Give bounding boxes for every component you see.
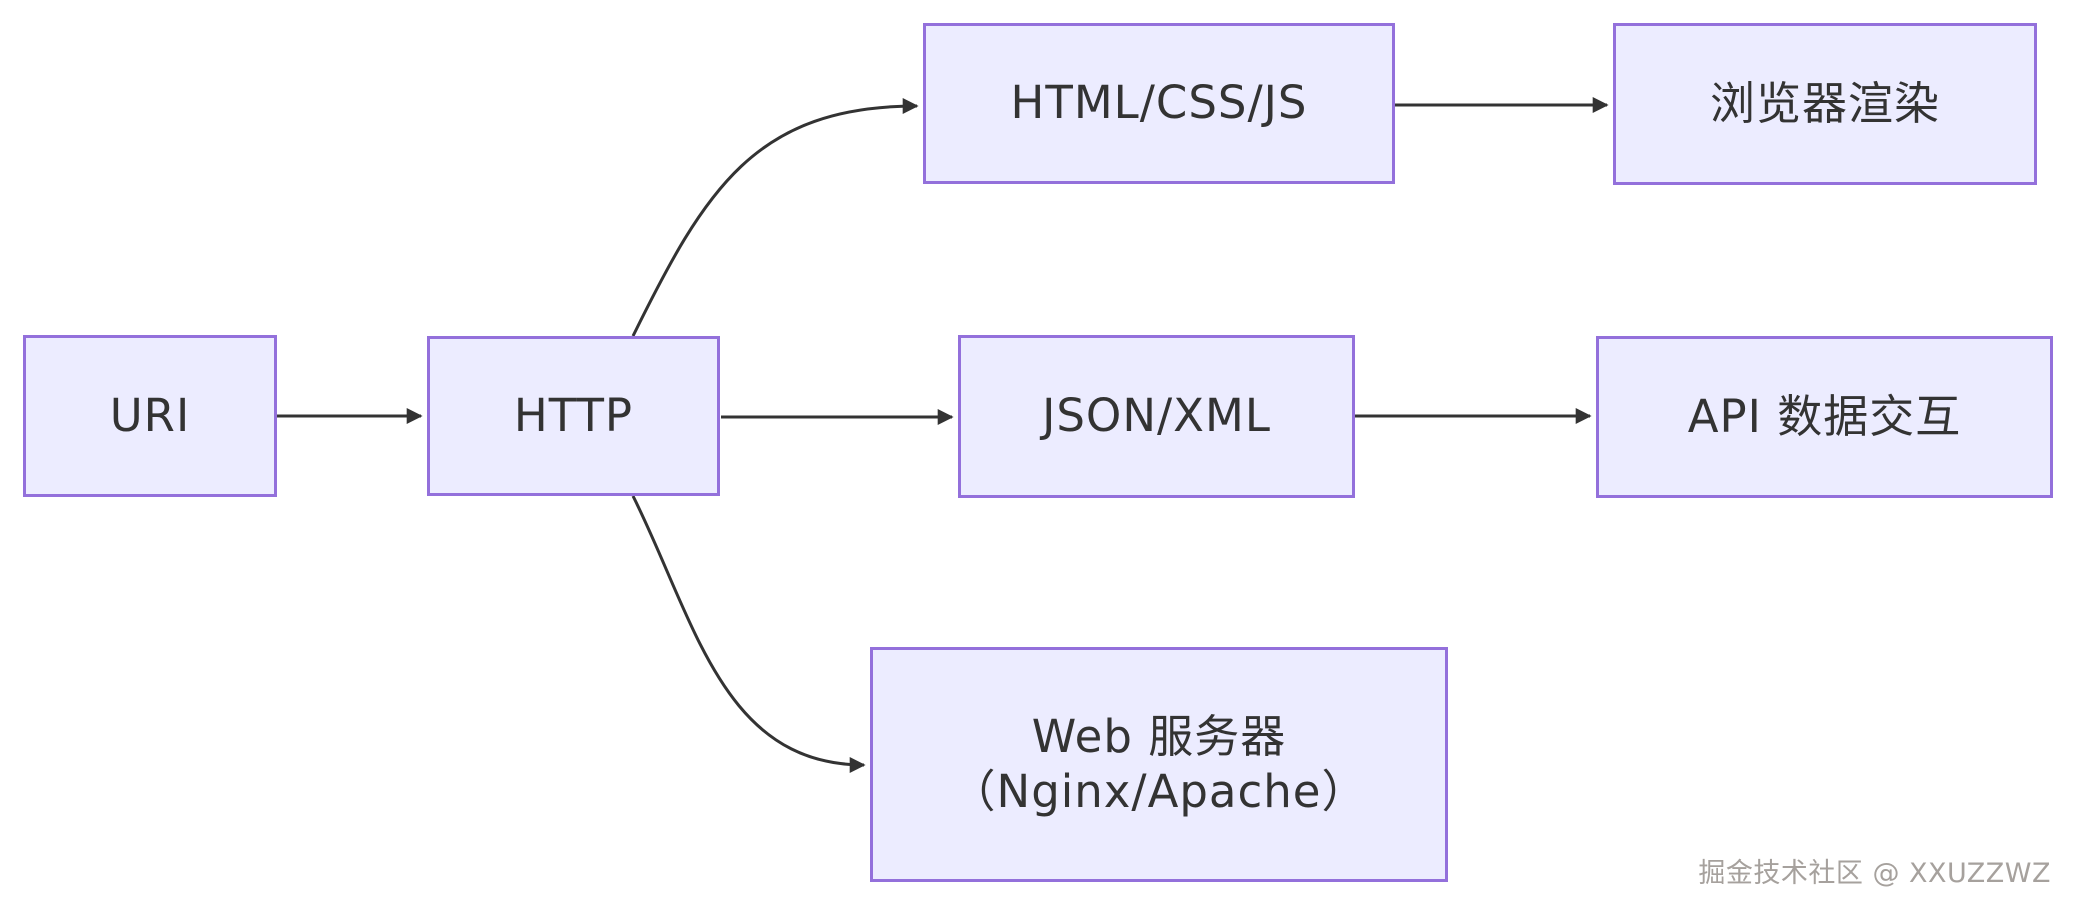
node-web-server-label: Web 服务器 — [1031, 709, 1287, 763]
node-uri-label: URI — [109, 388, 191, 442]
watermark: 掘金技术社区 @ XXUZZWZ — [1698, 858, 2051, 889]
node-json-xml: JSON/XML — [958, 335, 1355, 498]
node-web-server-sublabel: （Nginx/Apache） — [950, 764, 1368, 818]
node-uri: URI — [23, 335, 277, 497]
node-json-xml-label: JSON/XML — [1042, 389, 1271, 443]
node-html-css-js: HTML/CSS/JS — [923, 23, 1395, 184]
node-web-server: Web 服务器 （Nginx/Apache） — [870, 647, 1448, 882]
node-api-data-label: API 数据交互 — [1687, 389, 1962, 443]
edge-http-webserver — [631, 495, 866, 773]
node-html-css-js-label: HTML/CSS/JS — [1010, 76, 1308, 130]
node-http: HTTP — [427, 336, 720, 496]
node-browser-render-label: 浏览器渲染 — [1709, 76, 1940, 130]
node-browser-render: 浏览器渲染 — [1613, 23, 2037, 185]
edge-http-htmlcssjs — [631, 98, 919, 337]
node-api-data: API 数据交互 — [1596, 336, 2053, 498]
node-http-label: HTTP — [513, 388, 634, 442]
